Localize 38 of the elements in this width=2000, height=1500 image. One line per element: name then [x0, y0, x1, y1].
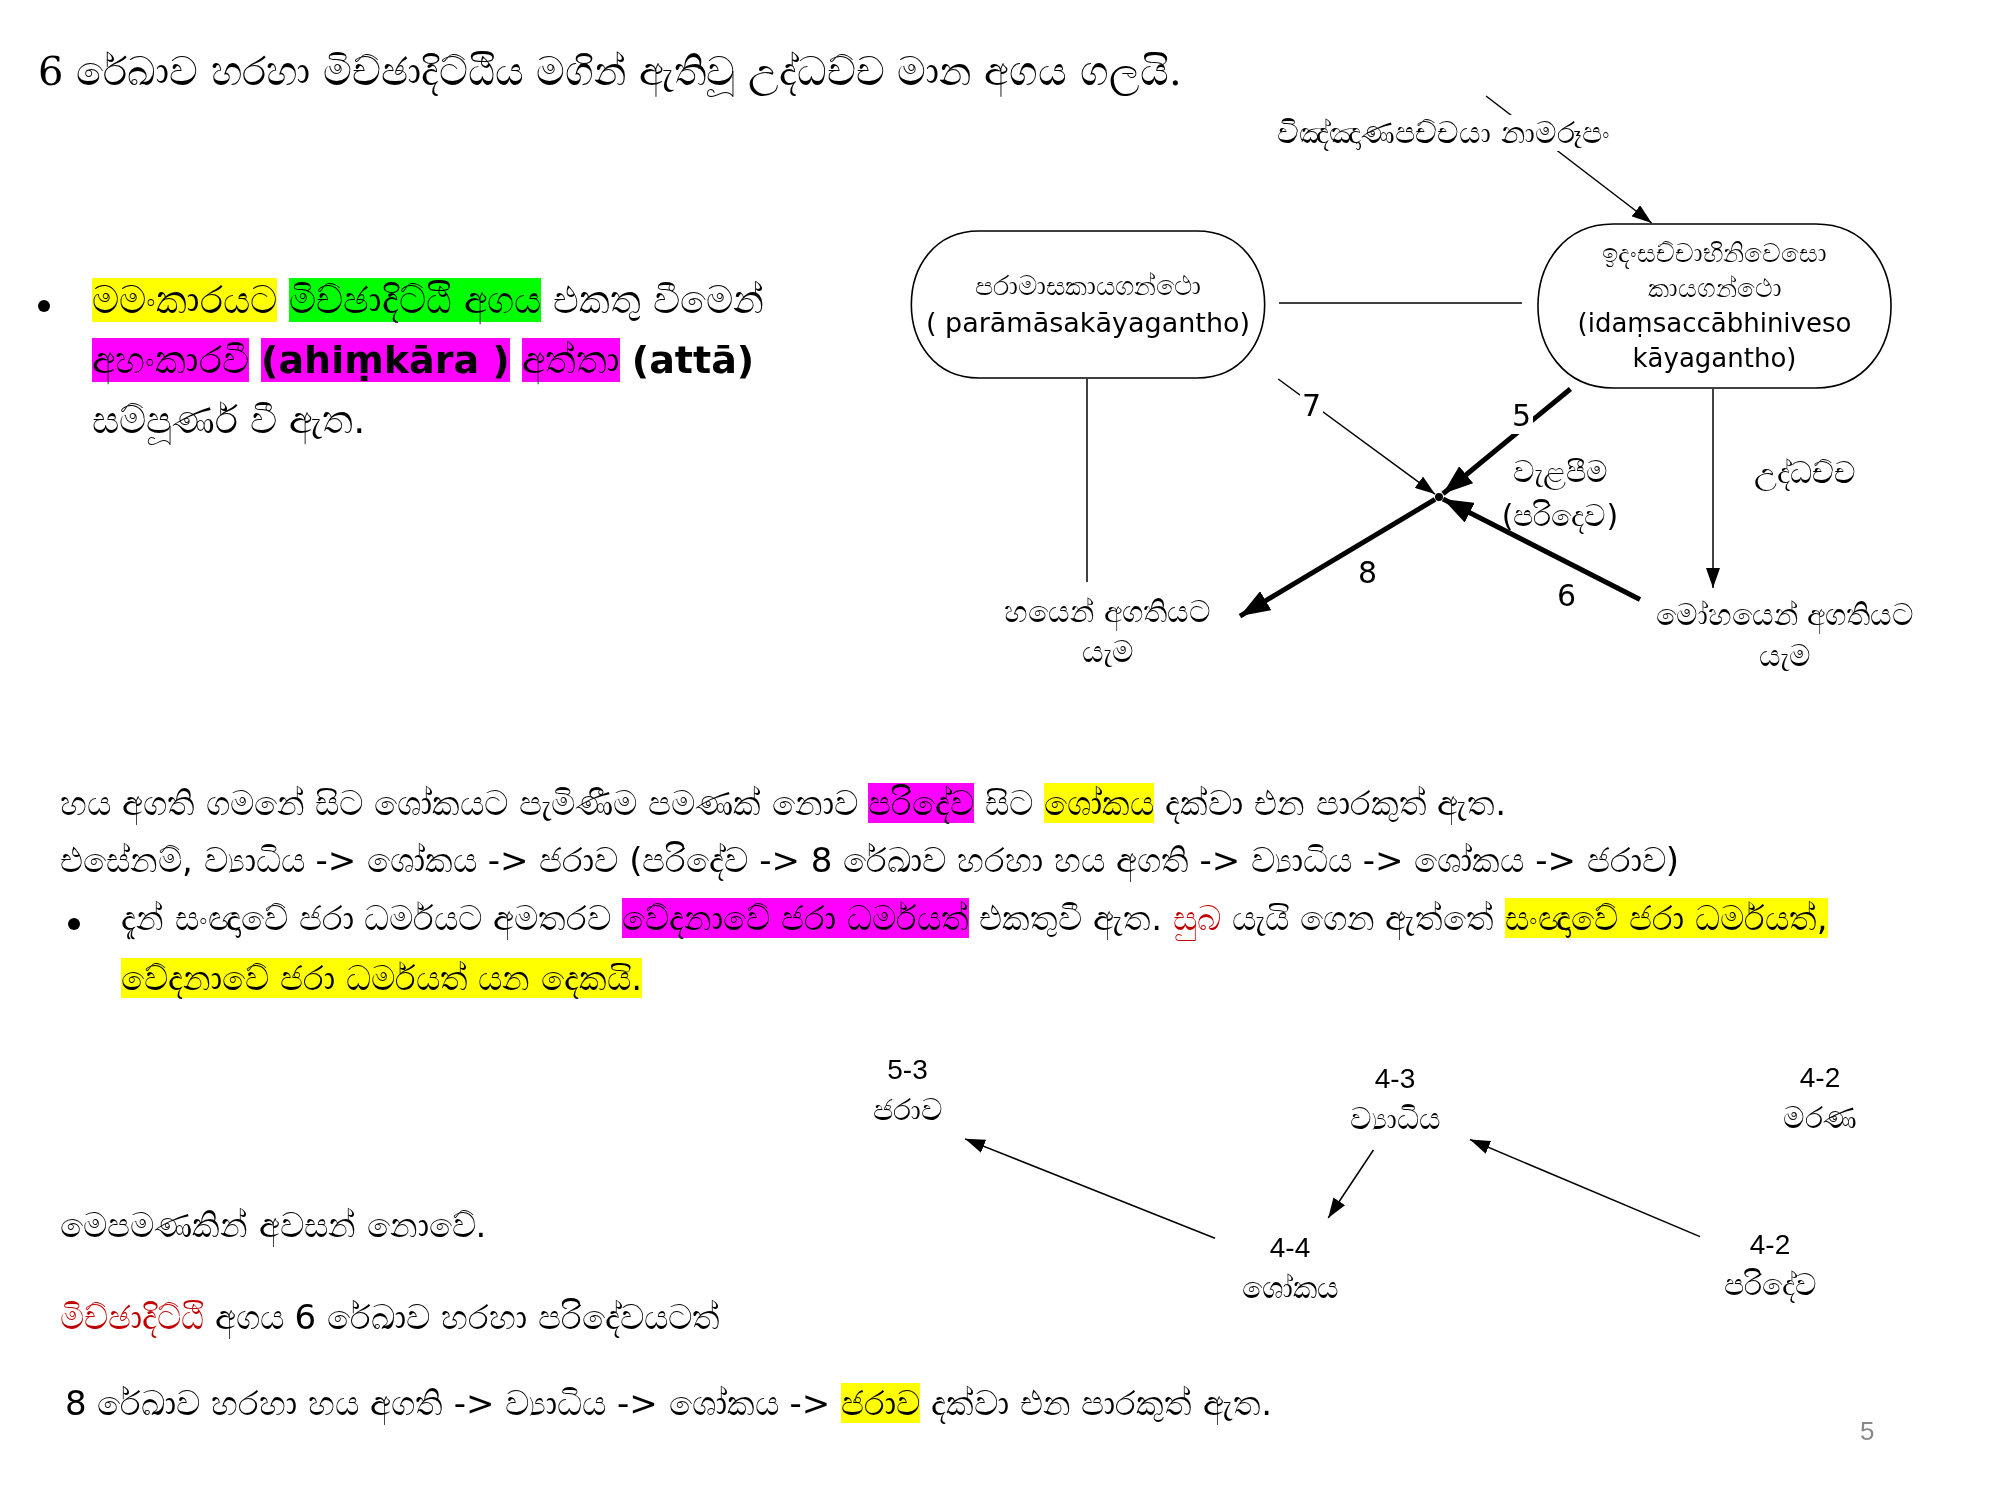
step-number: 4-2 [1799, 1060, 1841, 1095]
annotation-text: වැළපීම (පරිදෙව) [1500, 453, 1620, 536]
arrow [1327, 1149, 1375, 1219]
bullet-text: මමංකාරයට මිච්ඡාදිට්ඨි අගය එකතු වීමෙන් අහංකාරවී (ahiṃkāra ) අත්තා (attā) සම්පූර්ණ වී ඇත. [92, 270, 812, 450]
node-label: පරිදේව [1722, 1265, 1818, 1305]
arrow [1441, 387, 1572, 496]
paragraph-text: එසේනම්, ව්‍යාධිය -> ශෝකය -> ජරාව (පරිදේව -> 8 රේඛාව හරහා හය අගති -> ව්‍යාධිය -> ශෝකය -> ජරාව) [60, 839, 1680, 884]
node-label: හයෙන් අගතියට යැම [1003, 592, 1212, 671]
node-label: පරාමාසකායගන්ථො [974, 269, 1202, 304]
node-label: මෝහයෙන් අගතියට යැම [1654, 596, 1916, 675]
step-number: 4-4 [1269, 1230, 1311, 1265]
arrow [1469, 1138, 1701, 1238]
arrow [964, 1138, 1216, 1239]
paragraph-text: 8 රේඛාව හරහා හය අගති -> ව්‍යාධිය -> ශෝකය -> ජරාව දක්වා එන පාරකුත් ඇත. [65, 1382, 1273, 1427]
connector-line [1278, 302, 1523, 304]
junction-point [1435, 493, 1443, 501]
heading: 6 රේඛාව හරහා මිච්ඡාදිට්ඨිය මගින් ඇතිවූ උද්ධච්ච මාන අගය ගලයි. [38, 48, 1182, 95]
edge-label: උද්ධච්ච [1752, 455, 1858, 491]
step-number: 4-2 [1749, 1227, 1791, 1262]
node-label: මරණ [1782, 1098, 1858, 1137]
edge-label: විඤ්ඤාණපච්චයා නාමරූපං [1275, 115, 1612, 151]
page-number: 5 [1860, 1415, 1876, 1448]
arrow [1706, 388, 1720, 589]
node-label: ඉදංසච්චාභිනිවෙසො කායගන්ථො [1601, 236, 1828, 305]
arrow [1238, 497, 1437, 619]
arrow [1441, 496, 1642, 602]
bullet-text: දැන් සංඥාවේ ජරා ධර්මයට අමතරව වේදනාවේ ජරා ධර්මයත් එකතුවී ඇත. සුබ යැයි ගෙන ඇත්තේ සංඥාවේ ජරා ධර්මයත්, වේදනාවේ ජරා ධර්මයත් යන දෙකයි. [121, 897, 1829, 1001]
node-label: ව්‍යාධිය [1348, 1099, 1442, 1138]
paragraph-text: හය අගති ගමනේ සිට ශෝකයට පැමිණීම පමණක් නොව පරිදේව සිට ශෝකය දක්වා එන පාරකුත් ඇත. [60, 782, 1507, 827]
paragraph-text: මිච්ඡාදිට්ඨි අගය 6 රේඛාව හරහා පරිදේවයටත් [60, 1296, 721, 1341]
node-label: (idaṃsaccābhiniveso kāyagantho) [1576, 307, 1853, 376]
paragraph-text: මෙපමණකින් අවසන් නොවේ. [60, 1204, 488, 1249]
node-label: ජරාව [871, 1090, 944, 1129]
node-label: ( parāmāsakāyagantho) [924, 305, 1252, 340]
node-label: ශෝකය [1240, 1268, 1340, 1307]
step-number: 5-3 [887, 1052, 928, 1087]
connector-line [1086, 378, 1088, 583]
step-number: 4-3 [1374, 1061, 1416, 1096]
